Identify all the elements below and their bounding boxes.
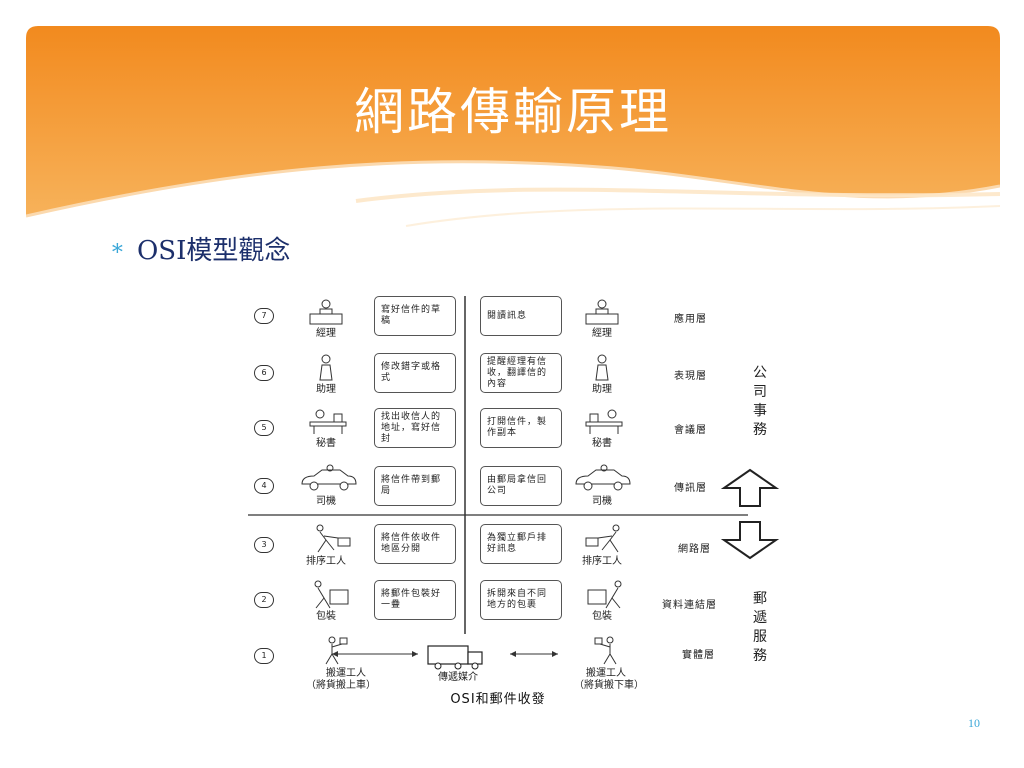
asterisk-bullet-icon: ∗ <box>110 236 125 261</box>
packing-worker-icon <box>314 580 349 609</box>
right-box: 提醒經理有信收，翻譯信的內容 <box>480 353 562 393</box>
driver-car-icon <box>301 464 357 491</box>
assistant-figure-icon <box>595 354 609 381</box>
secretary-figure-icon <box>585 409 623 434</box>
diagram-lines <box>248 296 780 670</box>
osi-mail-diagram: 7 經理 寫好信件的草稿 閱讀訊息 經理 應用層 6 助理 修改錯字或格式 提醒… <box>248 292 788 712</box>
group-company-label: 公司事務 <box>753 365 767 438</box>
left-role: 排序工人 <box>306 556 346 567</box>
left-box: 寫好信件的草稿 <box>374 296 456 336</box>
right-role: 秘書 <box>592 438 612 449</box>
right-role: 包裝 <box>592 611 612 622</box>
left-box: 將信件依收件地區分開 <box>374 524 456 564</box>
right-box: 閱讀訊息 <box>480 296 562 336</box>
right-role: 經理 <box>592 328 612 339</box>
packing-worker-icon <box>587 580 622 609</box>
left-role: 搬運工人 <box>326 668 366 679</box>
left-role: 秘書 <box>316 438 336 449</box>
mover-worker-icon <box>325 636 348 665</box>
right-box: 拆開來自不同地方的包裹 <box>480 580 562 620</box>
sorting-worker-icon <box>585 524 620 553</box>
manager-figure-icon <box>309 299 343 325</box>
mover-worker-icon <box>594 636 617 665</box>
left-role: 經理 <box>316 328 336 339</box>
left-role: 助理 <box>316 384 336 395</box>
layer-number: 6 <box>254 365 274 381</box>
left-box: 找出收信人的地址，寫好信封 <box>374 408 456 448</box>
group-postal-label: 郵遞服務 <box>753 591 767 664</box>
right-box: 打開信件，製作副本 <box>480 408 562 448</box>
layer-name: 應用層 <box>674 314 707 325</box>
left-role: 司機 <box>316 496 336 507</box>
right-role: 搬運工人 <box>586 668 626 679</box>
layer-name: 傳訊層 <box>674 483 707 494</box>
layer-number: 2 <box>254 592 274 608</box>
right-sub: （將貨搬下車） <box>574 680 644 691</box>
left-box: 將郵件包裝好一疊 <box>374 580 456 620</box>
right-box: 由郵局拿信回公司 <box>480 466 562 506</box>
layer-name: 實體層 <box>682 650 715 661</box>
right-role: 助理 <box>592 384 612 395</box>
layer-number: 7 <box>254 308 274 324</box>
left-box: 將信件帶到郵局 <box>374 466 456 506</box>
bullet-item: ∗ OSI模型觀念 <box>110 230 290 267</box>
right-role: 司機 <box>592 496 612 507</box>
left-box: 修改錯字或格式 <box>374 353 456 393</box>
layer-number: 4 <box>254 478 274 494</box>
truck-icon <box>427 645 483 670</box>
layer-name: 資料連結層 <box>662 600 717 611</box>
layer-number: 3 <box>254 537 274 553</box>
up-arrow-icon <box>720 468 780 507</box>
right-role: 排序工人 <box>582 556 622 567</box>
layer-name: 表現層 <box>674 371 707 382</box>
bullet-text: OSI模型觀念 <box>136 236 291 266</box>
slide-title: 網路傳輸原理 <box>354 83 672 141</box>
diagram-caption: OSI和郵件收發 <box>450 692 546 707</box>
sorting-worker-icon <box>316 524 351 553</box>
medium-label: 傳遞媒介 <box>438 672 478 683</box>
down-arrow-icon <box>720 521 780 560</box>
layer-name: 網路層 <box>678 544 711 555</box>
right-box: 為獨立郵戶排好訊息 <box>480 524 562 564</box>
layer-name: 會議層 <box>674 425 707 436</box>
layer-number: 1 <box>254 648 274 664</box>
driver-car-icon <box>575 464 631 491</box>
assistant-figure-icon <box>319 354 333 381</box>
manager-figure-icon <box>585 299 619 325</box>
layer-number: 5 <box>254 420 274 436</box>
page-number: 10 <box>968 716 980 730</box>
left-role: 包裝 <box>316 611 336 622</box>
title-banner <box>26 26 1000 244</box>
left-sub: （將貨搬上車） <box>306 680 376 691</box>
secretary-figure-icon <box>309 409 347 434</box>
